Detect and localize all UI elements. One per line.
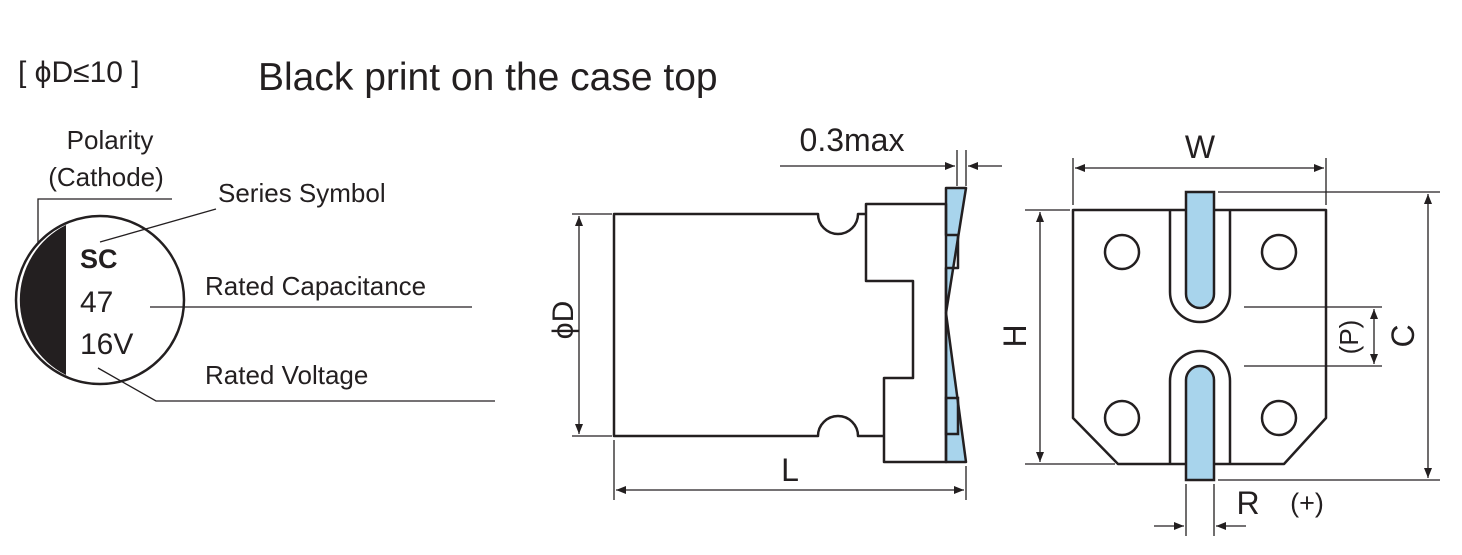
terminal-thickness-label: 0.3max [800, 122, 905, 158]
rated-capacitance-label: Rated Capacitance [205, 271, 426, 301]
lower-terminal-pad [1184, 364, 1216, 482]
upper-terminal [944, 186, 968, 315]
rated-voltage-label: Rated Voltage [205, 360, 368, 390]
cathode-label: (Cathode) [48, 162, 164, 192]
size-condition: [ ϕD≤10 ] [18, 56, 140, 89]
anode-label: (+) [1290, 488, 1324, 518]
mounting-hole [1260, 399, 1298, 437]
mounting-hole [1103, 399, 1141, 437]
total-length-label: C [1385, 324, 1421, 347]
width-label: W [1185, 129, 1216, 165]
marking-view: SC 47 16V Polarity (Cathode) Series Symb… [14, 125, 495, 402]
rated-voltage-leader [97, 367, 495, 402]
length-label: L [781, 452, 799, 488]
series-code-marking: SC [80, 244, 118, 274]
cathode-band [19, 225, 67, 375]
bottom-view: W H C (P) R (+) [997, 129, 1440, 536]
diagram-title: Black print on the case top [258, 56, 718, 99]
polarity-label: Polarity [67, 125, 154, 155]
polarity-leader [37, 198, 172, 244]
lower-terminal-groove [1168, 349, 1232, 464]
voltage-marking: 16V [80, 328, 133, 361]
upper-terminal-pad [1184, 190, 1216, 310]
series-symbol-label: Series Symbol [218, 178, 386, 208]
series-symbol-leader [99, 208, 217, 243]
side-view: ϕD L 0.3max [547, 122, 1002, 500]
capacitance-marking: 47 [80, 286, 113, 319]
mounting-hole [1103, 233, 1141, 271]
capacitor-body-side [612, 202, 960, 464]
seat-plate-outline [1071, 208, 1328, 466]
case-top-outline [14, 214, 186, 386]
lower-terminal [944, 311, 968, 464]
pitch-label: (P) [1334, 320, 1364, 355]
mounting-hole [1260, 233, 1298, 271]
terminal-width-label: R [1236, 485, 1259, 521]
height-label: H [997, 324, 1033, 347]
lower-terminal-tab [944, 396, 960, 436]
upper-terminal-groove [1168, 210, 1232, 324]
diameter-label: ϕD [547, 301, 580, 339]
